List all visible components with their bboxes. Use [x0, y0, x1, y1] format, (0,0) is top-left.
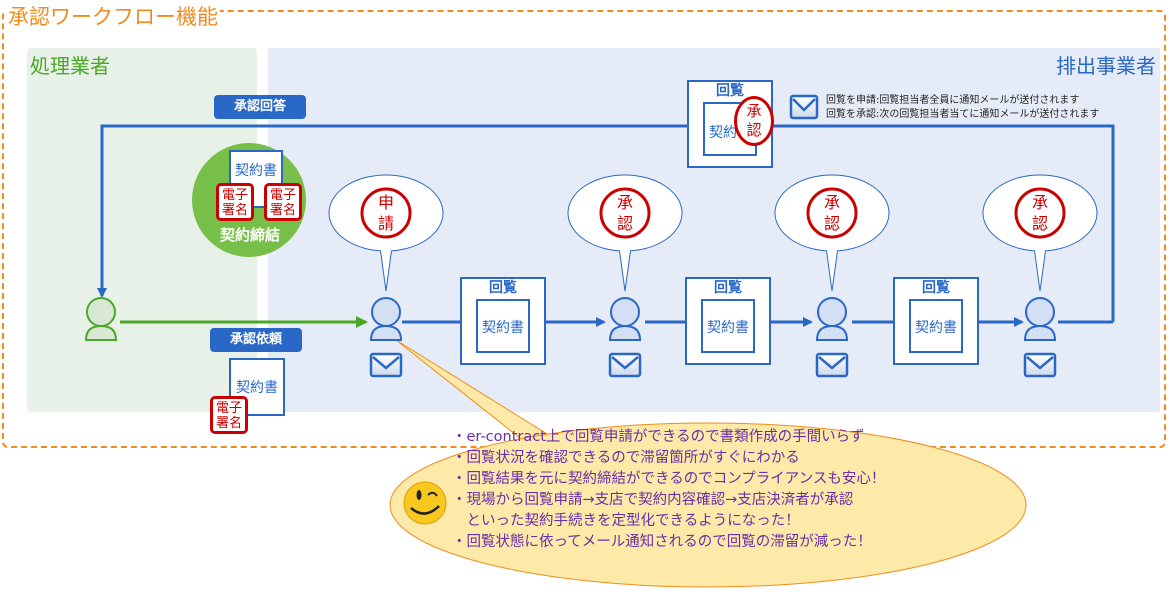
stamp-text: 承 [823, 193, 840, 212]
stamp-circle [1014, 187, 1066, 239]
speech-bubble-tail [379, 246, 393, 292]
benefits-bubble [389, 422, 1027, 588]
approval-reply-tag: 承認回答 [214, 95, 306, 119]
benefits-list: ・er-contract上で回覧申請ができるので書類作成の手間いらず ・回覧状況… [452, 427, 885, 553]
mail-icon [369, 352, 403, 378]
processor-zone-label: 処理業者 [30, 54, 110, 78]
mail-note-apply: 回覧を申請:回覧担当者全員に通知メールが送付されます [826, 95, 1080, 106]
approver-person-icon [1023, 297, 1057, 341]
circulation-header: 回覧 [922, 280, 950, 296]
stamp-text: 認 [823, 214, 840, 233]
request-contract-doc: 契約書 [229, 358, 285, 416]
e-signature-text: 署名 [221, 203, 248, 218]
approve-stamp: 承認 [613, 192, 637, 234]
approve-stamp: 承認 [1028, 192, 1052, 234]
approval-reply-line [97, 124, 1115, 322]
benefit-item: ・現場から回覧申請→支店で契約内容確認→支店決済者が承認 [452, 492, 854, 508]
mail-note-icon [789, 94, 819, 120]
approver-person-icon [608, 297, 642, 341]
bubble-tail-joint [1035, 246, 1045, 252]
e-signature-text: 電子 [221, 188, 248, 203]
stamp-text: 承 [746, 102, 762, 120]
stamp-text: 認 [616, 214, 633, 233]
stamp-text: 請 [377, 214, 394, 233]
stamp-text: 認 [1031, 214, 1048, 233]
page-title: 承認ワークフロー機能 [6, 4, 220, 30]
benefit-item: ・回覧結果を元に契約締結ができるのでコンプライアンスも安心！ [452, 471, 886, 487]
stamp-text: 承 [616, 193, 633, 212]
e-signature-stamp-1: 電子 署名 [216, 183, 254, 221]
circulation-doc-label: 契約書 [707, 320, 749, 336]
mail-icon [608, 352, 642, 378]
circulation-doc-label: 契約書 [915, 320, 957, 336]
circulation-inner-doc: 契約書 [476, 299, 530, 353]
bubble-tail-joint [620, 246, 630, 252]
stamp-circle [360, 187, 412, 239]
e-signature-text: 電子 [269, 188, 296, 203]
stamp-circle [806, 187, 858, 239]
returned-approval-stamp: 承 認 [734, 96, 774, 146]
approver-person-icon [815, 297, 849, 341]
e-signature-text: 電子 [215, 401, 242, 416]
mail-notes: 回覧を申請:回覧担当者全員に通知メールが送付されます 回覧を承認:次の回覧担当者… [826, 94, 1099, 122]
apply-stamp: 申請 [374, 192, 398, 234]
request-contract-doc-label: 契約書 [236, 380, 278, 396]
benefit-item: ・回覧状況を確認できるので滞留箇所がすぐにわかる [452, 450, 800, 466]
circulation-doc: 回覧 契約書 [893, 277, 979, 365]
stamp-text: 承 [1031, 193, 1048, 212]
speech-bubble-tail [825, 246, 839, 292]
wink-smiley-icon [403, 481, 447, 525]
e-signature-stamp-2: 電子 署名 [264, 183, 302, 221]
speech-bubble-tail [618, 246, 632, 292]
circulation-doc: 回覧 契約書 [685, 277, 771, 365]
stamp-text: 申 [377, 193, 394, 212]
bubble-tail-joint [827, 246, 837, 252]
circulation-inner-doc: 契約書 [701, 299, 755, 353]
concluded-contract-doc-label: 契約書 [235, 163, 277, 179]
circulation-doc: 回覧 契約書 [460, 277, 546, 365]
circulation-inner-doc: 契約書 [909, 299, 963, 353]
processor-person-icon [84, 297, 118, 341]
benefit-item: ・回覧状態に依ってメール通知されるので回覧の滞留が減った！ [452, 534, 872, 550]
returned-circulation-header: 回覧 [716, 83, 744, 99]
benefit-item: といった契約手続きを定型化できるようになった！ [452, 513, 800, 529]
mail-icon [1023, 352, 1057, 378]
approve-stamp: 承認 [820, 192, 844, 234]
stamp-text: 認 [746, 121, 762, 139]
stamp-circle [599, 187, 651, 239]
mail-icon [815, 352, 849, 378]
request-e-signature-stamp: 電子 署名 [210, 396, 248, 434]
speech-bubble-tail [1033, 246, 1047, 292]
bubble-tail-joint [381, 246, 391, 252]
discharger-zone-label: 排出事業者 [1056, 54, 1156, 78]
e-signature-text: 署名 [215, 416, 242, 431]
contract-conclusion-caption: 契約締結 [219, 226, 280, 244]
benefit-item: ・er-contract上で回覧申請ができるので書類作成の手間いらず [452, 429, 865, 445]
approver-person-icon [369, 297, 403, 341]
circulation-header: 回覧 [714, 280, 742, 296]
mail-note-approve: 回覧を承認:次の回覧担当者当てに通知メールが送付されます [826, 109, 1100, 120]
approval-request-tag: 承認依頼 [210, 328, 302, 352]
circulation-header: 回覧 [489, 280, 517, 296]
e-signature-text: 署名 [269, 203, 296, 218]
circulation-doc-label: 契約書 [482, 320, 524, 336]
